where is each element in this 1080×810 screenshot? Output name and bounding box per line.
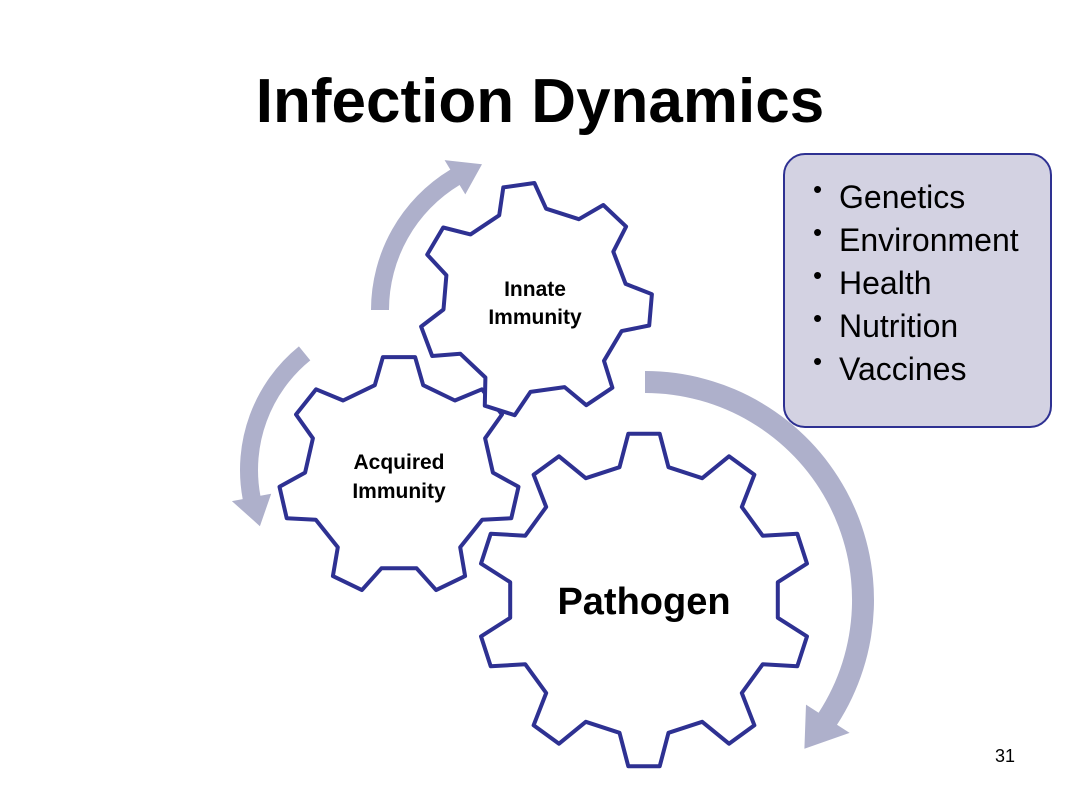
factor-label: Nutrition — [839, 307, 959, 344]
factor-label: Vaccines — [839, 350, 967, 387]
bullet-icon: • — [813, 345, 823, 376]
factors-list: • Genetics • Environment • Health • Nutritio… — [785, 155, 1050, 387]
acquired-gear-label-line1: Acquired — [353, 451, 444, 474]
pathogen-gear — [479, 431, 809, 769]
bullet-icon: • — [813, 259, 823, 290]
bullet-icon: • — [813, 302, 823, 333]
factor-label: Environment — [839, 221, 1019, 258]
cycle-arrows — [231, 160, 874, 749]
arrow-pathogen-cycle — [645, 371, 874, 749]
factor-item-environment: • Environment — [809, 218, 1034, 258]
bullet-icon: • — [813, 216, 823, 247]
factor-item-vaccines: • Vaccines — [809, 347, 1034, 387]
pathogen-gear-label: Pathogen — [557, 581, 730, 623]
arrow-innate-to-acquired-upper — [371, 160, 482, 310]
innate-gear — [419, 181, 654, 418]
factors-box: • Genetics • Environment • Health • Nutritio… — [783, 153, 1052, 428]
acquired-gear — [277, 355, 521, 593]
factor-label: Genetics — [839, 179, 966, 215]
innate-gear-label-line1: Innate — [504, 278, 566, 301]
arrow-innate-to-acquired-lower — [231, 346, 311, 527]
slide-title: Infection Dynamics — [255, 67, 825, 136]
factor-item-nutrition: • Nutrition — [809, 304, 1034, 344]
gears-group — [277, 181, 809, 769]
page-number: 31 — [994, 746, 1016, 766]
factor-label: Health — [839, 264, 932, 301]
innate-gear-label-line2: Immunity — [488, 306, 582, 329]
bullet-icon: • — [813, 174, 823, 204]
acquired-gear-label-line2: Immunity — [352, 480, 446, 503]
factor-item-genetics: • Genetics — [809, 175, 1034, 215]
factor-item-health: • Health — [809, 261, 1034, 301]
